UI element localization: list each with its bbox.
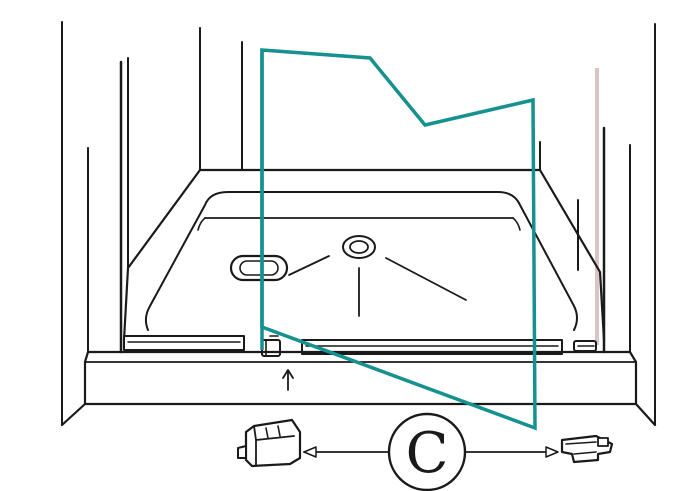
track-clip-right	[573, 340, 597, 352]
clip-illustration-right	[560, 434, 614, 464]
left-wall	[61, 21, 243, 426]
callout-c: C	[387, 412, 467, 491]
callout-letter: C	[406, 421, 449, 486]
right-bottom-track	[301, 339, 563, 355]
callout-circle	[387, 412, 467, 491]
glass-door-panel	[260, 48, 537, 431]
clip-illustration-left	[237, 418, 302, 468]
drain-inner	[349, 240, 369, 254]
callout-pointer	[303, 446, 559, 458]
right-wall	[539, 23, 656, 426]
bottom-track	[60, 335, 657, 427]
drain-outer	[342, 235, 376, 259]
upward-arrow-indicator	[282, 369, 294, 391]
left-bottom-track	[123, 335, 245, 351]
tray-recess	[229, 254, 289, 282]
shower-tray	[122, 168, 606, 342]
